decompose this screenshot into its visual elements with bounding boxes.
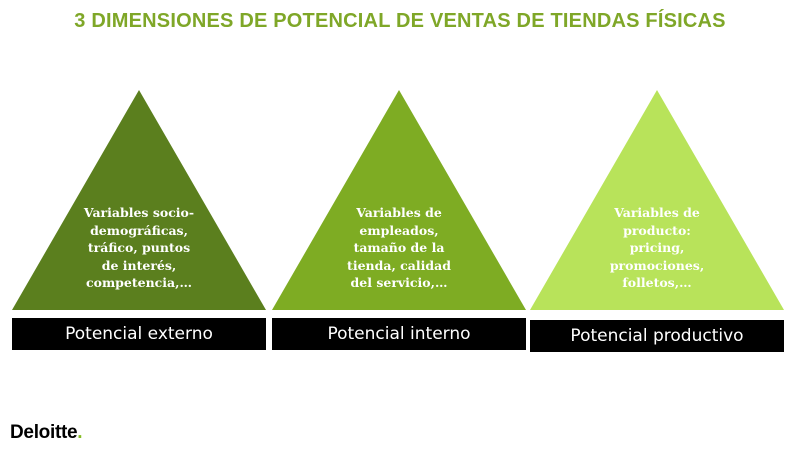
text-line: Variables socio- <box>83 205 195 220</box>
triangle-external-polygon <box>12 90 266 310</box>
triangle-productive: Variables de producto: pricing, promocio… <box>530 90 784 310</box>
deloitte-logo: Deloitte. <box>10 422 83 444</box>
text-line: competencia,… <box>86 275 192 290</box>
text-line: promociones, <box>609 257 705 273</box>
text-line: tienda, calidad <box>347 257 451 273</box>
triangle-internal-shape <box>272 90 526 310</box>
triangle-external-shape <box>12 90 266 310</box>
text-line: tamaño de la <box>353 240 445 255</box>
triangle-internal-text: Variables de empleados, tamaño de la tie… <box>312 204 486 292</box>
page-title: 3 DIMENSIONES DE POTENCIAL DE VENTAS DE … <box>74 10 726 32</box>
triangle-external: Variables socio- demográficas, tráfico, … <box>12 90 266 310</box>
text-line: empleados, <box>359 222 439 238</box>
logo-dot: . <box>77 422 83 443</box>
label-external: Potencial externo <box>12 318 266 350</box>
triangle-external-text: Variables socio- demográficas, tráfico, … <box>52 204 226 292</box>
label-productive: Potencial productivo <box>530 320 784 352</box>
text-line: Variables de <box>614 205 700 220</box>
triangle-productive-text: Variables de producto: pricing, promocio… <box>570 204 744 292</box>
text-line: Variables de <box>356 205 442 220</box>
logo-text: Deloitte <box>10 422 78 443</box>
text-line: de interés, <box>101 257 177 273</box>
triangle-productive-shape <box>530 90 784 310</box>
triangle-internal: Variables de empleados, tamaño de la tie… <box>272 90 526 310</box>
text-line: del servicio,… <box>350 275 448 290</box>
label-internal: Potencial interno <box>272 318 526 350</box>
text-line: pricing, <box>629 240 685 255</box>
text-line: tráfico, puntos <box>87 240 191 255</box>
triangle-productive-polygon <box>530 90 784 310</box>
text-line: folletos,… <box>622 275 692 290</box>
text-line: demográficas, <box>90 222 188 238</box>
text-line: producto: <box>623 222 691 238</box>
triangle-internal-polygon <box>272 90 526 310</box>
